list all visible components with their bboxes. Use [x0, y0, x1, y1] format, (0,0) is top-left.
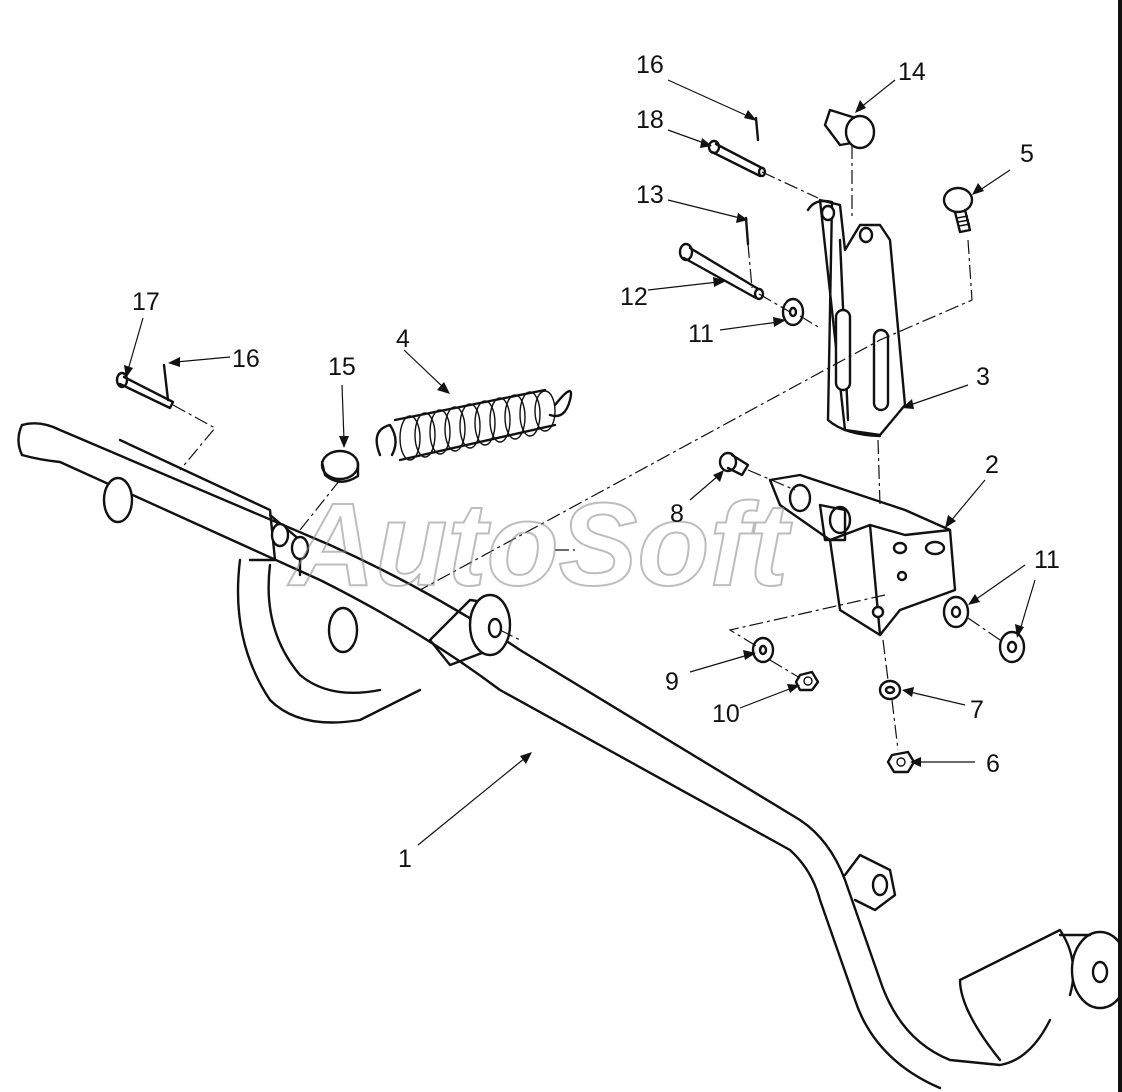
part-16-cotter-pin-lower	[162, 363, 170, 402]
part-11-washer-upper	[781, 297, 805, 327]
part-12-clevis-pin	[678, 242, 765, 301]
callout-labels: 16 18 13 12 11 14 5 3 2 11 7 6 9 10 8 4 …	[132, 51, 1060, 873]
callout-10: 10	[712, 700, 740, 728]
part-13-cotter-pin	[744, 216, 750, 246]
callout-16-upper: 16	[636, 51, 664, 79]
callout-4: 4	[396, 325, 410, 353]
callout-13: 13	[636, 181, 664, 209]
callout-17: 17	[132, 288, 160, 316]
part-10-nut	[794, 670, 820, 692]
callout-9: 9	[665, 668, 679, 696]
callout-6: 6	[986, 750, 1000, 778]
callout-1: 1	[398, 845, 412, 873]
part-6-nut	[886, 750, 916, 774]
part-11-washer-right-a	[942, 595, 970, 629]
callout-14: 14	[898, 58, 926, 86]
part-2-mount-plate	[768, 473, 957, 637]
part-17-pin	[115, 371, 175, 410]
part-8-bolt	[718, 451, 750, 477]
part-9-washer	[751, 636, 775, 664]
part-5-carriage-bolt	[942, 186, 974, 234]
callout-18: 18	[636, 106, 664, 134]
part-3-slotted-bracket	[806, 198, 907, 438]
part-7-washer	[878, 679, 902, 701]
callout-11-upper: 11	[688, 320, 714, 348]
callout-2: 2	[985, 451, 999, 479]
callout-12: 12	[620, 283, 648, 311]
callout-3: 3	[976, 363, 990, 391]
part-16-cotter-pin-upper	[754, 116, 760, 142]
callout-16-lower: 16	[232, 345, 260, 373]
part-4-spring	[375, 388, 573, 462]
leader-lines	[124, 79, 1036, 846]
assembly-centerlines	[172, 145, 1001, 751]
watermark-text: AutoSoft	[287, 479, 793, 611]
part-1-shaft	[17, 422, 1122, 1090]
part-18-clevis-pin	[707, 139, 767, 178]
part-14-bushing	[823, 108, 876, 150]
callout-15: 15	[328, 353, 356, 381]
part-11-washer-right-b	[998, 630, 1026, 664]
callout-5: 5	[1020, 140, 1034, 168]
callout-11-right: 11	[1034, 546, 1060, 574]
callout-8: 8	[670, 500, 684, 528]
part-15-bushing	[320, 449, 360, 483]
callout-7: 7	[970, 696, 984, 724]
frame-border	[1118, 0, 1122, 1092]
